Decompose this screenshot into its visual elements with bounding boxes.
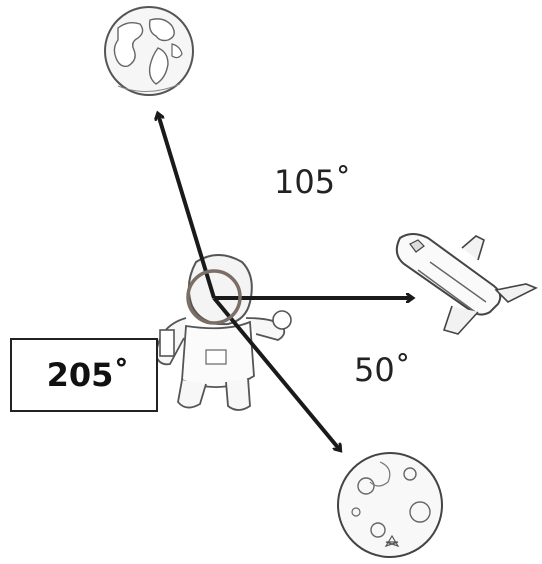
space-shuttle-icon	[397, 234, 536, 334]
arrow-to-earth	[158, 114, 214, 298]
earth-icon	[105, 7, 193, 95]
astronaut-icon	[156, 255, 291, 410]
moon-icon	[338, 453, 442, 557]
answer-box: 205˚	[10, 338, 158, 412]
angle-label-bottom: 50˚	[354, 354, 411, 386]
answer-value: 205˚	[47, 359, 130, 391]
angle-label-top: 105˚	[274, 166, 351, 198]
